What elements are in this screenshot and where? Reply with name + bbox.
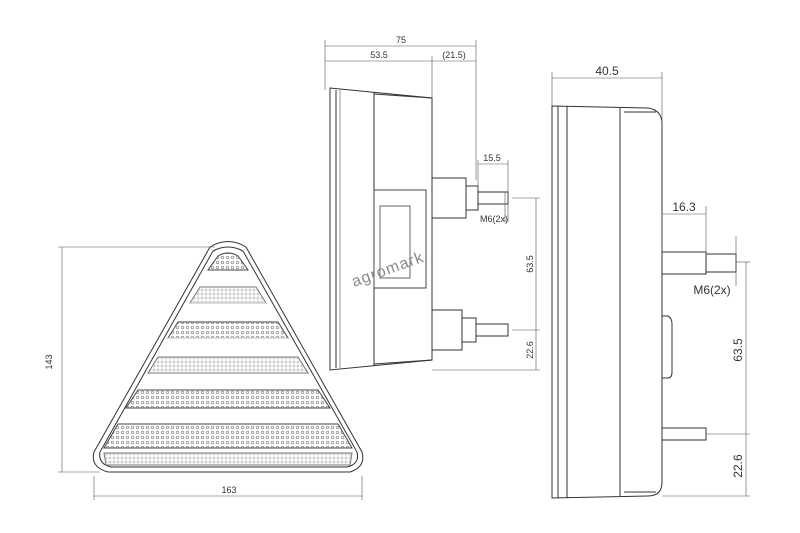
side2-thread: M6(2x) <box>693 283 730 297</box>
side1-thread: M6(2x) <box>480 214 508 224</box>
side1-dimensions <box>324 40 540 371</box>
lamp-outline-outer <box>92 241 364 473</box>
front-width-label: 163 <box>221 485 236 495</box>
side-view-1 <box>329 87 509 371</box>
side2-stud-offset: 22.6 <box>731 454 745 478</box>
side2-stud-length: 16.3 <box>672 200 696 214</box>
front-view <box>92 241 364 473</box>
side1-stud-length: 15.5 <box>483 153 501 163</box>
side1-body-depth: 53.5 <box>370 50 388 60</box>
side2-body-depth: 40.5 <box>595 64 619 78</box>
side1-stud-offset: 22.6 <box>525 341 535 359</box>
side1-total-depth: 75 <box>396 35 406 45</box>
side1-bolt-depth: (21.5) <box>442 50 466 60</box>
side2-stud-spacing: 63.5 <box>731 338 745 362</box>
housing-outline <box>329 87 433 371</box>
side-view-2 <box>551 105 737 499</box>
front-height-label: 143 <box>44 354 54 369</box>
side2-dimensions <box>551 72 750 497</box>
housing-outline-2 <box>551 105 663 499</box>
front-dimensions <box>58 246 363 500</box>
watermark: agromark <box>350 249 427 291</box>
side1-stud-spacing: 63.5 <box>525 255 535 273</box>
lamp-outline-inner <box>99 246 358 468</box>
